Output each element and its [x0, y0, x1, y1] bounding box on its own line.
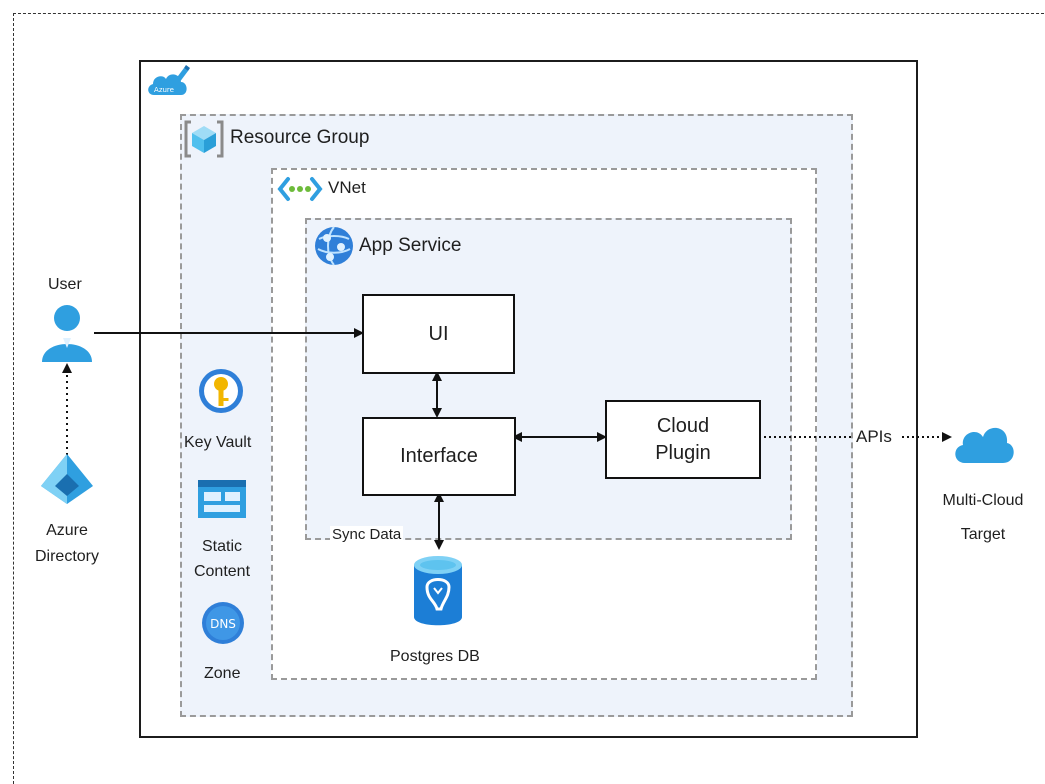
- dns-zone-icon: DNS: [200, 600, 246, 646]
- ui-label: UI: [428, 322, 449, 345]
- static-content-label-line1: Static: [201, 538, 242, 555]
- app-service-icon: [313, 225, 355, 267]
- azure-directory-icon: [37, 452, 97, 506]
- user-icon: [37, 302, 97, 364]
- outer-boundary: [13, 13, 1045, 784]
- cloud-plugin-label-line2: Plugin: [655, 441, 711, 464]
- app-service-title: App Service: [359, 235, 462, 256]
- cloud-plugin-label-line1: Cloud: [656, 414, 710, 437]
- static-content-label-line2: Content: [193, 563, 251, 580]
- multi-cloud-label-line1: Multi-Cloud: [942, 492, 1024, 509]
- resource-group-title: Resource Group: [230, 127, 370, 148]
- key-vault-label: Key Vault: [184, 434, 252, 451]
- key-vault-icon: [196, 366, 246, 416]
- svg-text:DNS: DNS: [210, 617, 236, 631]
- svg-text:Azure: Azure: [154, 86, 174, 94]
- interface-label: Interface: [400, 445, 478, 467]
- azure-subscription-frame: [139, 60, 918, 738]
- multi-cloud-label-line2: Target: [960, 526, 1006, 543]
- ui-box: UI: [362, 294, 515, 374]
- multi-cloud-icon: [951, 415, 1017, 465]
- azure-directory-label-line1: Azure: [46, 522, 88, 539]
- apis-label: APIs: [856, 427, 892, 446]
- postgres-db-icon: [408, 553, 468, 631]
- azure-directory-label-line2: Directory: [34, 548, 99, 565]
- cloud-plugin-box: Cloud Plugin: [605, 400, 761, 479]
- vnet-icon: [277, 175, 323, 203]
- resource-group-icon: [183, 120, 225, 158]
- user-label: User: [48, 276, 82, 293]
- sync-data-label: Sync Data: [330, 526, 404, 543]
- static-content-icon: [196, 478, 248, 520]
- zone-label: Zone: [204, 665, 241, 682]
- azure-cloud-icon: Azure: [144, 62, 192, 100]
- postgres-db-label: Postgres DB: [390, 648, 480, 665]
- interface-box: Interface: [362, 417, 516, 496]
- vnet-title: VNet: [328, 178, 366, 197]
